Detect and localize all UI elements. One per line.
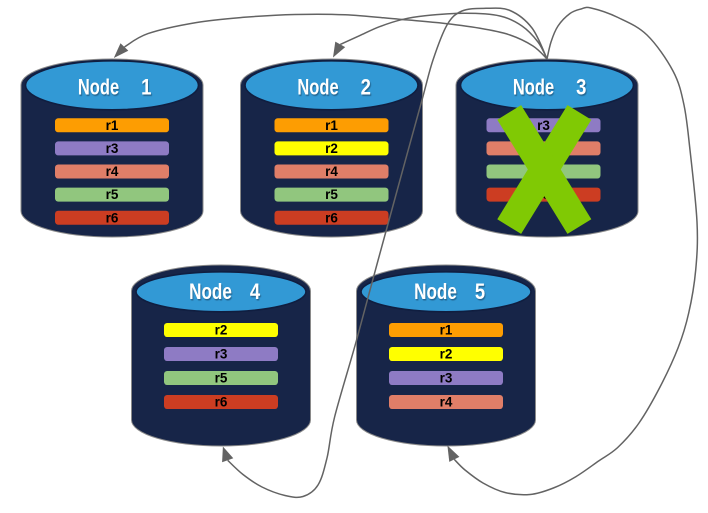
svg-text:r3: r3 [106,141,119,156]
svg-text:Node: Node [189,280,232,305]
svg-text:r2: r2 [325,141,338,156]
svg-text:Node: Node [78,75,119,100]
svg-text:r4: r4 [440,395,453,410]
svg-text:r3: r3 [440,371,453,386]
svg-text:2: 2 [361,76,371,100]
svg-text:r4: r4 [325,164,338,179]
svg-text:4: 4 [250,281,261,305]
svg-text:r4: r4 [106,164,119,179]
svg-text:r1: r1 [440,323,453,338]
svg-text:r5: r5 [106,187,119,202]
svg-text:r2: r2 [440,347,453,362]
svg-text:r6: r6 [106,210,119,225]
svg-text:r2: r2 [215,323,228,338]
svg-text:r5: r5 [215,371,228,386]
svg-text:r6: r6 [215,395,228,410]
svg-text:r3: r3 [537,118,550,133]
svg-text:1: 1 [141,76,151,100]
svg-text:Node: Node [414,280,457,305]
svg-text:3: 3 [576,76,586,100]
svg-text:r6: r6 [325,210,338,225]
svg-text:r1: r1 [106,118,119,133]
svg-text:r5: r5 [325,187,338,202]
svg-text:Node: Node [513,75,554,100]
svg-text:5: 5 [475,281,485,305]
svg-text:r3: r3 [215,347,228,362]
svg-text:Node: Node [297,75,338,100]
svg-text:r1: r1 [325,118,338,133]
